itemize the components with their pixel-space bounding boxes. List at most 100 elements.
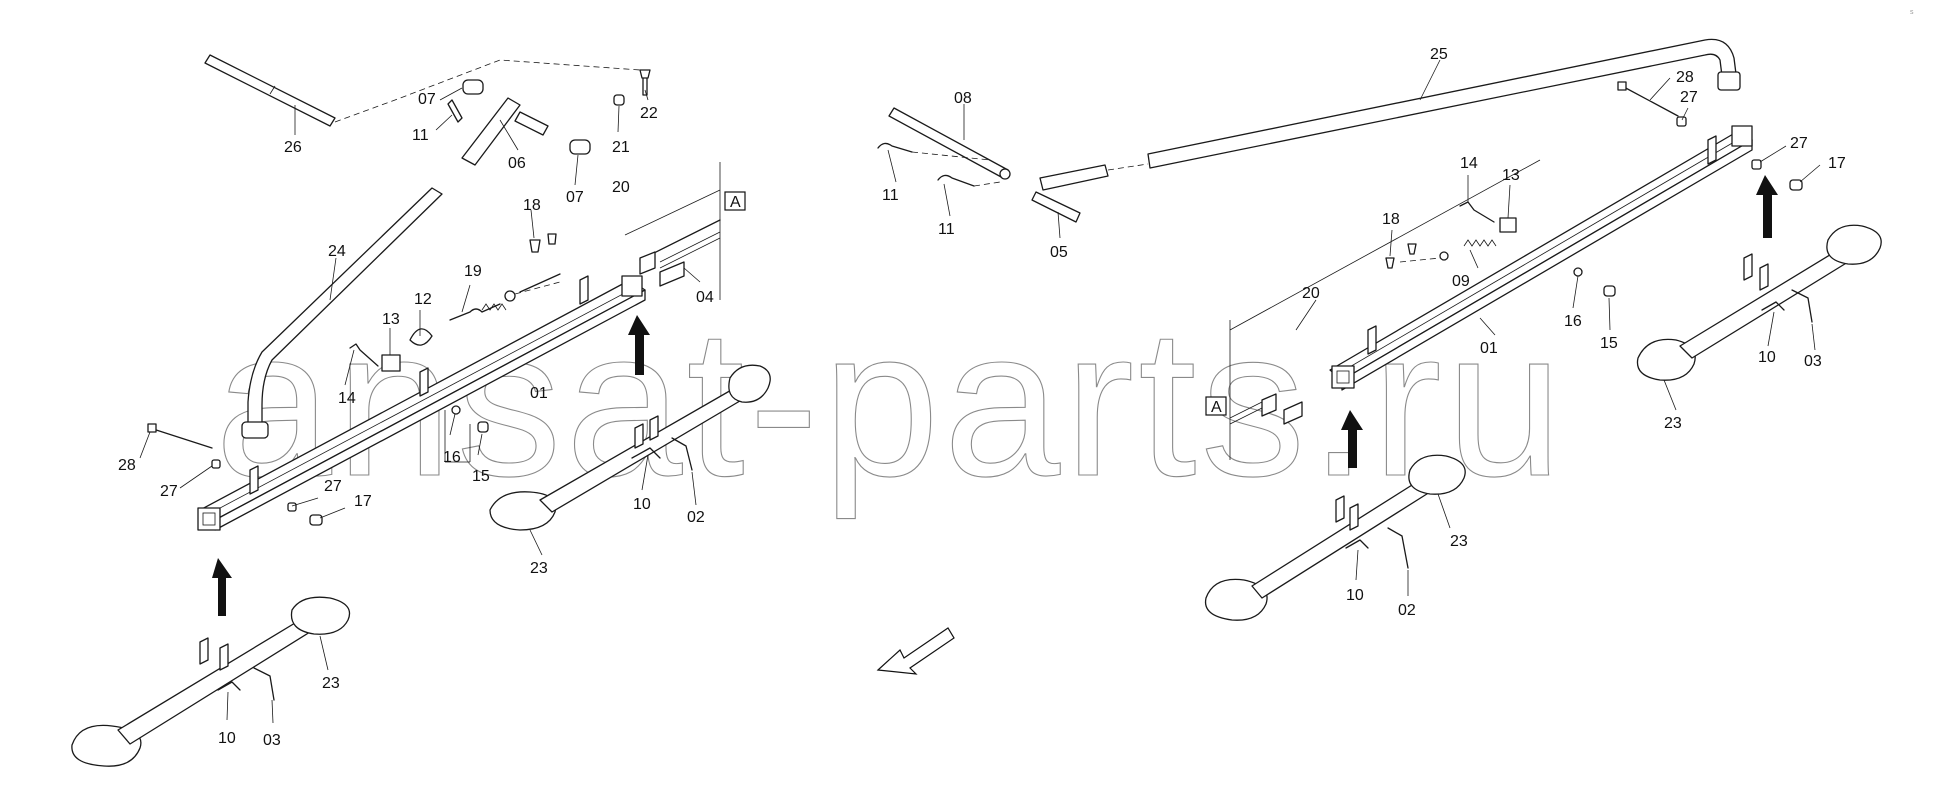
detail-a-label-right: A	[1211, 399, 1222, 416]
label-06: 06	[508, 155, 526, 172]
label-26: 26	[284, 139, 302, 156]
label-27-right-b: 27	[1790, 135, 1808, 152]
label-17-right: 17	[1828, 155, 1846, 172]
part-17-nut	[309, 514, 323, 526]
part-19-turnbuckle	[449, 273, 561, 321]
part-15-nut	[477, 421, 489, 433]
part-10-clip-right-lower	[1345, 539, 1369, 549]
label-12: 12	[414, 291, 432, 308]
label-18-right: 18	[1382, 211, 1400, 228]
part-20-plate-right	[1229, 159, 1541, 460]
part-23-skid-right-lower	[1204, 454, 1466, 621]
detail-a-box-left	[724, 191, 746, 211]
part-11-pin	[447, 99, 463, 123]
part-13-bracket-right	[1499, 217, 1517, 233]
label-11-a: 11	[882, 187, 899, 204]
part-24-bent-handle	[241, 187, 443, 439]
label-03: 03	[263, 732, 281, 749]
corner-mark: s	[1910, 9, 1914, 16]
label-20-right: 20	[1302, 285, 1320, 302]
label-02-right: 02	[1398, 602, 1416, 619]
part-22-bolt	[639, 69, 651, 96]
part-03-pin-right	[1791, 289, 1813, 323]
label-18: 18	[523, 197, 541, 214]
label-01: 01	[530, 385, 548, 402]
label-27-b: 27	[324, 478, 342, 495]
up-arrow-right	[1756, 175, 1778, 238]
label-27-a: 27	[160, 483, 178, 500]
label-15: 15	[472, 468, 490, 485]
label-17: 17	[354, 493, 372, 510]
part-28-long-bolt	[149, 427, 213, 449]
label-13-right: 13	[1502, 167, 1520, 184]
part-11-pin-b	[937, 174, 975, 187]
label-11-b: 11	[938, 221, 955, 238]
part-16-washer	[451, 405, 461, 415]
part-02-pin-mid	[671, 437, 693, 471]
part-01-frame-beam	[197, 275, 646, 531]
part-27-washer-b	[287, 502, 297, 512]
right-labels: 08 11 11 05 25 28 27 27 17 14 13 18 09 2…	[882, 46, 1846, 619]
label-08: 08	[954, 90, 972, 107]
part-07-cap-top	[462, 79, 484, 95]
label-10-mid: 10	[633, 496, 651, 513]
label-21: 21	[612, 139, 630, 156]
label-10-bottom: 10	[218, 730, 236, 747]
part-07-cap-bottom	[569, 139, 591, 155]
part-23-skid-mid	[489, 364, 771, 531]
label-05: 05	[1050, 244, 1068, 261]
label-28: 28	[118, 457, 136, 474]
part-16-washer-right	[1573, 267, 1583, 277]
part-03-pin-bottom	[253, 667, 275, 701]
part-10-clip-right-upper	[1761, 301, 1785, 311]
label-14-right: 14	[1460, 155, 1478, 172]
part-08-bar	[888, 107, 1009, 179]
label-20: 20	[612, 179, 630, 196]
part-27-washer-right-b	[1751, 159, 1762, 170]
part-02-pin-right	[1387, 527, 1409, 569]
part-20-plate	[624, 162, 721, 300]
part-15-nut-right	[1603, 285, 1616, 297]
label-15-right: 15	[1600, 335, 1618, 352]
part-17-nut-right	[1789, 179, 1803, 191]
label-07-top: 07	[418, 91, 436, 108]
label-01-right: 01	[1480, 340, 1498, 357]
label-11: 11	[412, 127, 429, 144]
part-01-frame-beam-right	[1329, 125, 1753, 391]
label-03-right: 03	[1804, 353, 1822, 370]
left-assembly: A	[71, 54, 771, 767]
label-23-mid: 23	[530, 560, 548, 577]
label-04: 04	[696, 289, 714, 306]
label-22: 22	[640, 105, 658, 122]
label-24: 24	[328, 243, 346, 260]
assembly-dash-line	[334, 59, 641, 123]
part-18-nut-right-b	[1407, 243, 1417, 255]
up-arrow-right-lower	[1341, 410, 1363, 468]
part-13-bracket	[381, 354, 401, 372]
direction-arrow	[876, 627, 955, 675]
label-13: 13	[382, 311, 400, 328]
part-14-bolt-right	[1459, 201, 1495, 223]
part-05-handle	[1031, 164, 1109, 223]
left-leaders	[139, 87, 701, 724]
right-assembly: A	[877, 38, 1882, 621]
part-12-shackle	[409, 328, 433, 346]
label-25: 25	[1430, 46, 1448, 63]
part-21-bushing	[613, 94, 625, 106]
part-11-pin-a	[877, 142, 913, 153]
part-26-rod	[204, 54, 336, 127]
label-23-bottom: 23	[322, 675, 340, 692]
detail-a-label-left: A	[730, 194, 741, 211]
label-10-right-upper: 10	[1758, 349, 1776, 366]
part-06-t-handle	[461, 97, 549, 166]
label-23-right-lower: 23	[1450, 533, 1468, 550]
label-14: 14	[338, 390, 356, 407]
label-02: 02	[687, 509, 705, 526]
part-27-washer-right-a	[1676, 116, 1687, 127]
left-labels: 26 07 11 06 07 21 22 18 20 24 19 12 13 1…	[118, 91, 714, 749]
label-07-bottom: 07	[566, 189, 584, 206]
detail-a-box-right	[1205, 396, 1227, 416]
label-10-right-lower: 10	[1346, 587, 1364, 604]
label-19: 19	[464, 263, 482, 280]
